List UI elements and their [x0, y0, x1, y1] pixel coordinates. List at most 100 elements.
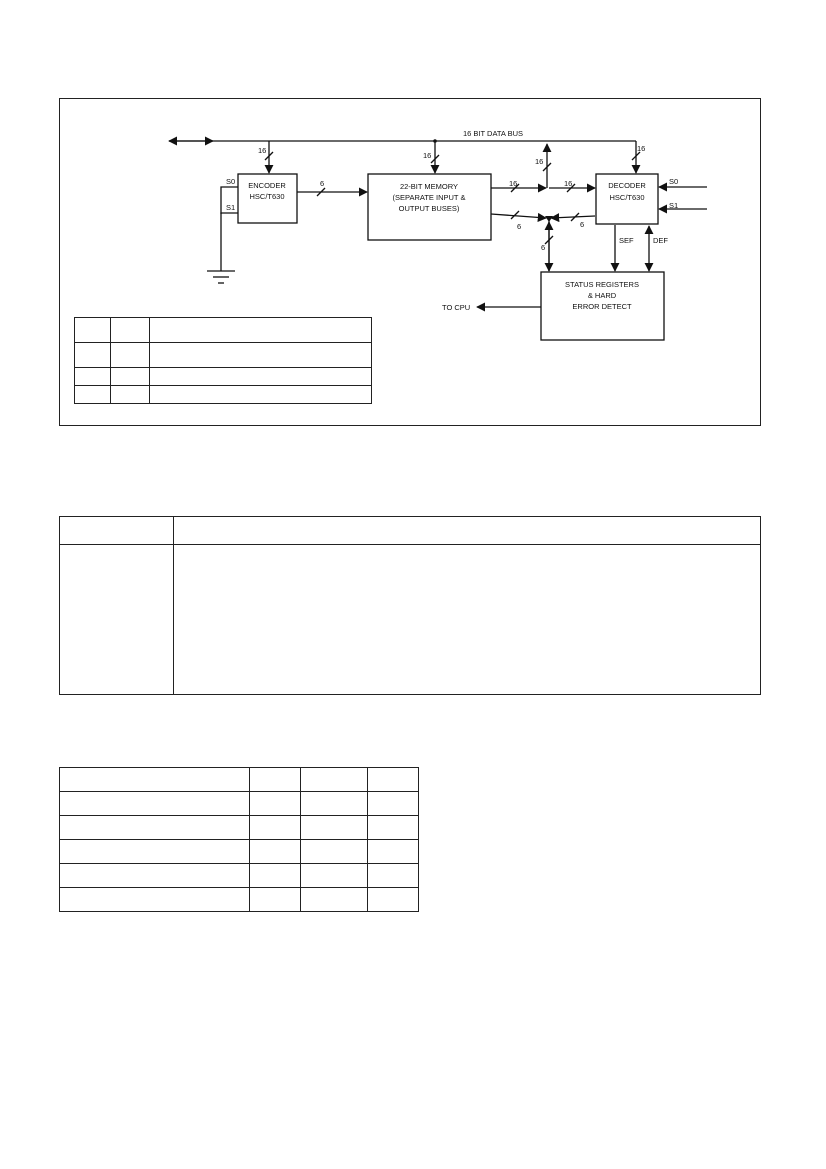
data-bus-label: 16 BIT DATA BUS	[463, 129, 523, 138]
table-cell	[149, 317, 372, 343]
table-cell	[367, 767, 419, 792]
status-label-2: & HARD	[588, 291, 617, 300]
table-cell	[249, 767, 301, 792]
junction-bus-width: 16	[535, 157, 543, 166]
mode-table	[74, 317, 372, 404]
table-cell	[367, 815, 419, 840]
table-row	[59, 791, 419, 816]
slash-encoder-16	[264, 151, 274, 161]
enc-mem-bus-width: 6	[320, 179, 324, 188]
to-cpu-label: TO CPU	[442, 303, 470, 312]
table-cell	[74, 342, 111, 368]
slash-decoder-16	[631, 151, 641, 161]
table-cell	[59, 839, 250, 864]
slash-status-6	[544, 235, 554, 245]
table-cell	[110, 342, 150, 368]
sef-label: SEF	[619, 236, 634, 245]
encoder-s0-label: S0	[226, 177, 235, 186]
table-row	[74, 385, 372, 404]
table-cell	[249, 839, 301, 864]
decoder-block	[595, 173, 659, 225]
table-cell	[149, 342, 372, 368]
table-row	[59, 544, 761, 695]
slash-mem-6	[510, 210, 520, 220]
encoder-s1-label: S1	[226, 203, 235, 212]
table-row	[74, 367, 372, 386]
table-cell	[300, 767, 368, 792]
dec-in-bus-width-16: 16	[564, 179, 572, 188]
memory-block	[367, 173, 492, 241]
diagram-frame: 16 BIT DATA BUS 16 16 16 16 6 16 16 6 6 …	[59, 98, 761, 426]
table-row	[59, 839, 419, 864]
status-block	[540, 271, 665, 341]
table-cell	[74, 317, 111, 343]
table-cell	[59, 544, 174, 695]
memory-label-3: OUTPUT BUSES)	[399, 204, 460, 213]
memory-label-2: (SEPARATE INPUT &	[393, 193, 466, 202]
table-cell	[59, 791, 250, 816]
status-label-1: STATUS REGISTERS	[565, 280, 639, 289]
def-label: DEF	[653, 236, 668, 245]
encoder-block	[237, 173, 298, 224]
encoder-bus-width: 16	[258, 146, 266, 155]
table-cell	[249, 815, 301, 840]
table-cell	[59, 887, 250, 912]
table-cell	[249, 887, 301, 912]
slash-dec-16	[566, 183, 576, 193]
table-cell	[173, 516, 761, 545]
table-row	[74, 317, 372, 343]
decoder-label-2: HSC/T630	[609, 193, 644, 202]
table-cell	[173, 544, 761, 695]
decoder-label-1: DECODER	[608, 181, 646, 190]
table-row	[59, 863, 419, 888]
table-cell	[249, 863, 301, 888]
table-row	[59, 767, 419, 792]
mem-out-bus-width-16: 16	[509, 179, 517, 188]
table-cell	[249, 791, 301, 816]
table-cell	[367, 887, 419, 912]
table-cell	[367, 839, 419, 864]
slash-mem-16	[510, 183, 520, 193]
table-cell	[367, 791, 419, 816]
table-cell	[300, 839, 368, 864]
encoder-s1-wire	[220, 212, 238, 271]
mem-out-bus-width-6: 6	[517, 222, 521, 231]
status-label-3: ERROR DETECT	[572, 302, 632, 311]
table-row	[59, 887, 419, 912]
table-cell	[59, 863, 250, 888]
table-cell	[367, 863, 419, 888]
spec-table	[59, 767, 419, 912]
table-cell	[59, 767, 250, 792]
table-row	[59, 516, 761, 545]
table-cell	[74, 385, 111, 404]
slash-dec-6	[570, 212, 580, 222]
table-cell	[74, 367, 111, 386]
table-row	[59, 815, 419, 840]
table-cell	[110, 317, 150, 343]
encoder-s0-wire	[220, 186, 238, 214]
encoder-label-1: ENCODER	[248, 181, 286, 190]
description-table	[59, 516, 761, 695]
decoder-s0-label: S0	[669, 177, 678, 186]
decoder-to-junction-6	[550, 213, 596, 223]
table-cell	[59, 516, 174, 545]
table-cell	[149, 385, 372, 404]
table-cell	[300, 863, 368, 888]
table-cell	[149, 367, 372, 386]
table-cell	[110, 385, 150, 404]
table-cell	[110, 367, 150, 386]
memory-bus-width: 16	[423, 151, 431, 160]
slash-enc-mem-6	[316, 187, 326, 197]
junction-node	[545, 216, 553, 222]
block-diagram: 16 BIT DATA BUS 16 16 16 16 6 16 16 6 6 …	[168, 129, 707, 341]
dec-out-bus-width-6: 6	[580, 220, 584, 229]
memory-out-6	[490, 212, 547, 222]
slash-junction-16	[542, 162, 552, 172]
bus-junction-dot	[433, 139, 437, 143]
table-cell	[300, 887, 368, 912]
table-cell	[59, 815, 250, 840]
memory-label-1: 22-BIT MEMORY	[400, 182, 458, 191]
table-cell	[300, 815, 368, 840]
slash-memory-16	[430, 154, 440, 164]
table-cell	[300, 791, 368, 816]
